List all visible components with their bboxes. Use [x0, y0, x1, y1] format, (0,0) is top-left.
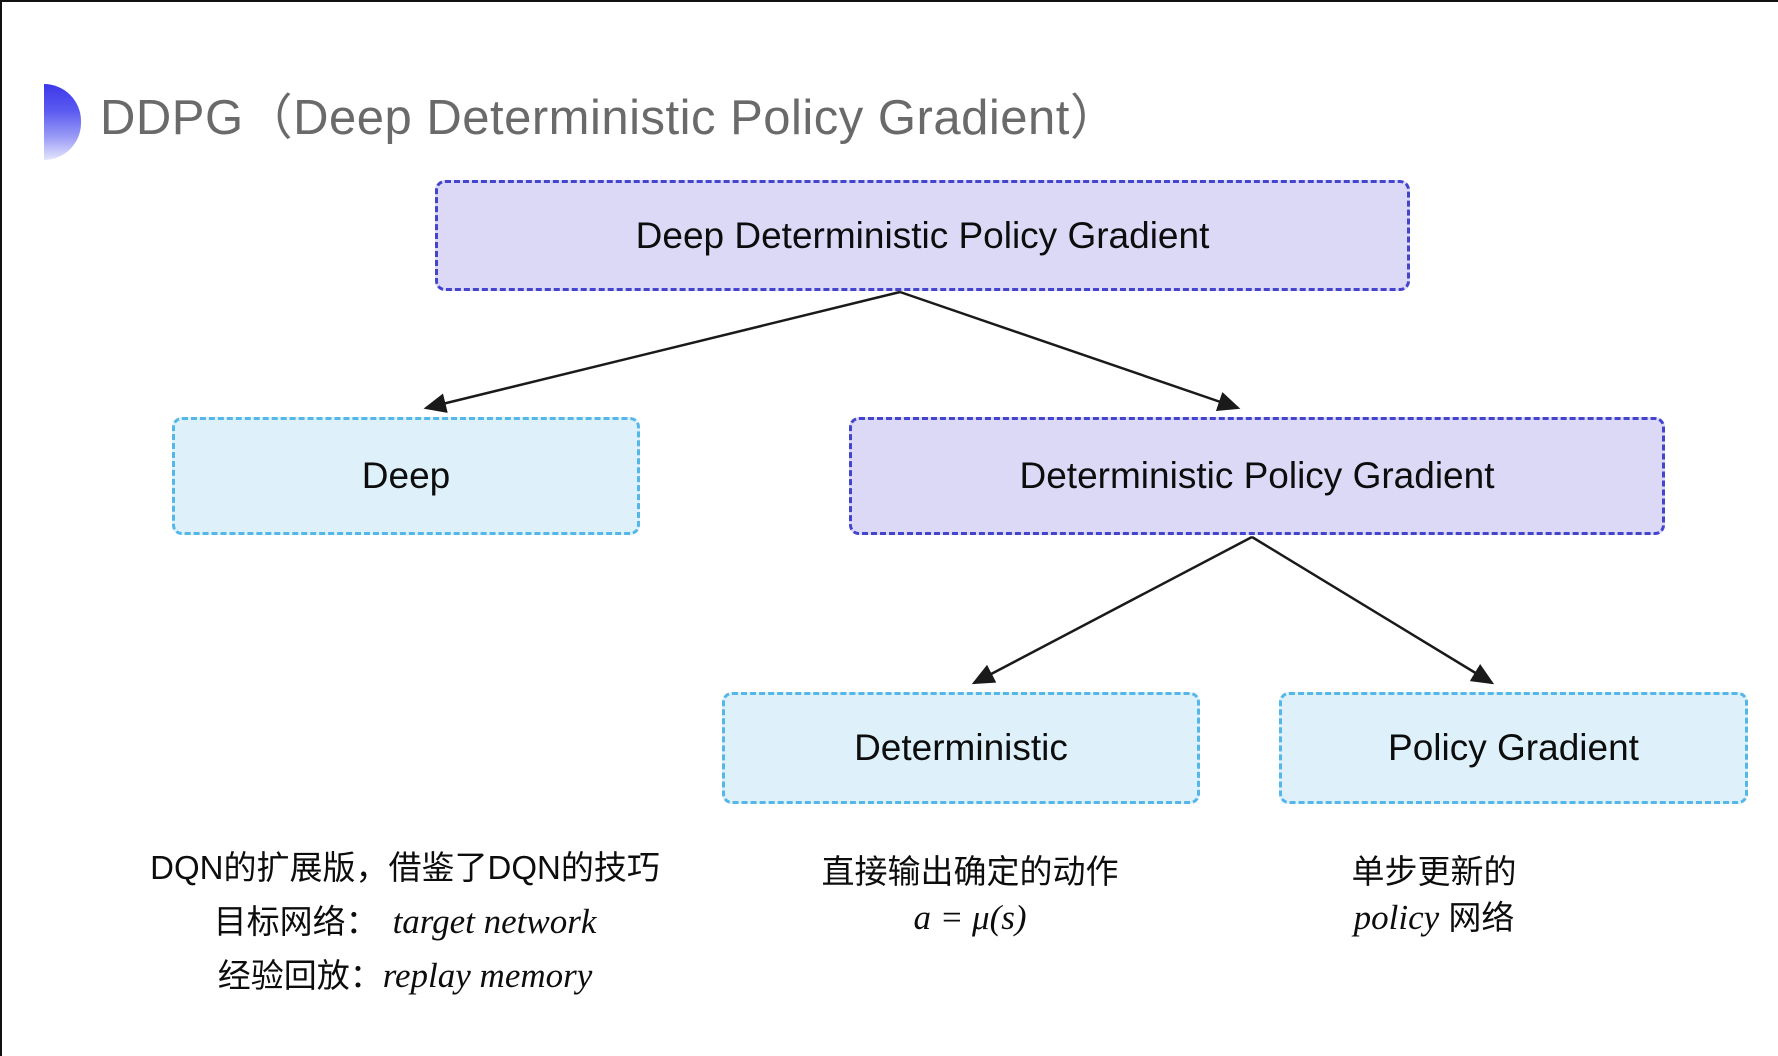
note-deep-replay-memory: 经验回放：replay memory — [217, 956, 593, 995]
node-label: Deep — [361, 455, 451, 496]
page-title: DDPG（Deep Deterministic Policy Gradient） — [100, 91, 1120, 145]
note-deterministic-formula: a = μ(s) — [913, 898, 1027, 937]
node-deterministic-policy-gradient: Deterministic Policy Gradient — [849, 417, 1665, 535]
node-label: Deep Deterministic Policy Gradient — [635, 214, 1210, 256]
node-label: Policy Gradient — [1388, 727, 1639, 768]
arrow-root-to-deep — [423, 290, 901, 413]
note-policy-gradient-line1: 单步更新的 — [1351, 853, 1517, 890]
note-deterministic-line1: 直接输出确定的动作 — [821, 853, 1119, 890]
note-deterministic: 直接输出确定的动作 a = μ(s) — [770, 849, 1170, 941]
note-policy-gradient-line2: policy 网络 — [1353, 898, 1515, 937]
note-deep-target-network: 目标网络：target network — [213, 902, 597, 941]
note-deep: DQN的扩展版，借鉴了DQN的技巧 目标网络：target network 经验… — [110, 841, 700, 1003]
frame-left-line — [0, 0, 2, 1056]
arrow-dpg-to-deterministic — [971, 535, 1253, 685]
note-policy-gradient: 单步更新的 policy 网络 — [1234, 849, 1634, 941]
node-deep-deterministic-policy-gradient: Deep Deterministic Policy Gradient — [435, 180, 1410, 291]
title-bullet-icon — [44, 84, 81, 160]
node-deterministic: Deterministic — [722, 692, 1200, 804]
node-deep: Deep — [172, 417, 640, 535]
note-deep-line1: DQN的扩展版，借鉴了DQN的技巧 — [150, 849, 660, 886]
frame-top-line — [0, 0, 1778, 2]
node-policy-gradient: Policy Gradient — [1279, 692, 1748, 804]
node-label: Deterministic Policy Gradient — [1019, 455, 1495, 496]
arrow-dpg-to-policy-gradient — [1251, 535, 1495, 685]
arrow-root-to-dpg — [899, 290, 1241, 411]
node-label: Deterministic — [854, 727, 1068, 768]
